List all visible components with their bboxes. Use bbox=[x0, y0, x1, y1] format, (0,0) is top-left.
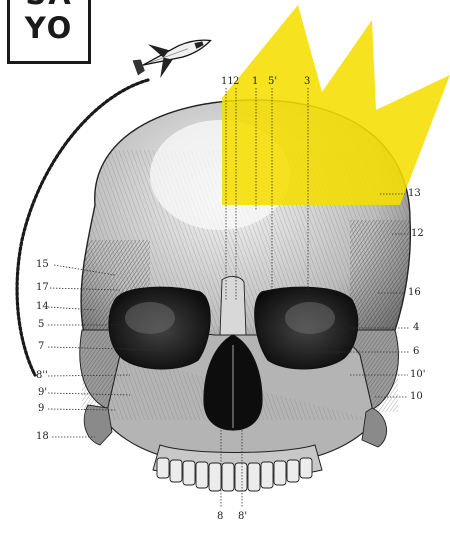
nasal-bridge bbox=[220, 276, 246, 335]
sayo-logo: SA YO bbox=[7, 0, 91, 64]
label-5: 5 bbox=[38, 320, 44, 330]
label-14: 14 bbox=[36, 302, 49, 312]
label-2: 2 bbox=[233, 77, 239, 87]
label-16: 16 bbox=[408, 288, 421, 298]
label-15: 15 bbox=[36, 260, 49, 270]
label-6: 6 bbox=[413, 347, 419, 357]
label-18: 18 bbox=[36, 432, 49, 442]
label-8-double-prime: 8'' bbox=[36, 371, 48, 381]
label-7: 7 bbox=[38, 342, 44, 352]
label-4: 4 bbox=[413, 323, 419, 333]
label-10-prime: 10' bbox=[410, 370, 425, 380]
logo-line-1: SA bbox=[10, 0, 88, 9]
label-8-prime: 8' bbox=[238, 512, 247, 522]
right-mastoid bbox=[362, 408, 387, 447]
label-5-prime: 5' bbox=[268, 77, 277, 87]
label-1: 1 bbox=[252, 77, 258, 87]
label-17: 17 bbox=[36, 283, 49, 293]
label-12: 12 bbox=[411, 229, 424, 239]
label-3: 3 bbox=[304, 77, 310, 87]
label-10: 10 bbox=[410, 392, 423, 402]
space-shuttle bbox=[129, 24, 216, 85]
label-9: 9 bbox=[38, 404, 44, 414]
label-8: 8 bbox=[217, 512, 223, 522]
left-mastoid bbox=[84, 405, 112, 445]
label-11: 11 bbox=[221, 77, 234, 87]
logo-line-2: YO bbox=[10, 13, 88, 43]
label-13: 13 bbox=[408, 189, 421, 199]
label-9-prime: 9' bbox=[38, 388, 47, 398]
